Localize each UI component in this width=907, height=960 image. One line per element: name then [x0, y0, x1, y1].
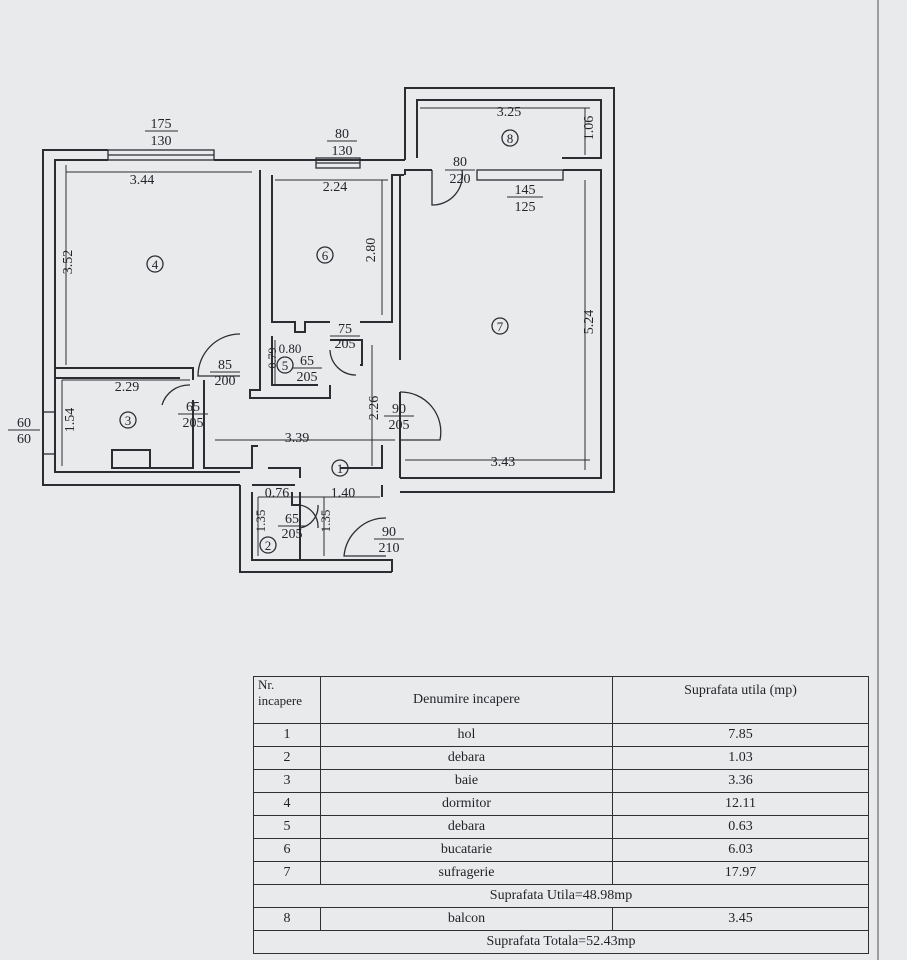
header-nr: Nr. incapere: [253, 676, 321, 724]
header-area: Suprafata utila (mp): [612, 676, 869, 724]
useful-total: Suprafata Utila=48.98mp: [253, 884, 869, 908]
door-r2-bottom: 205: [282, 527, 303, 542]
win-r3-top: 60: [17, 416, 31, 431]
dim-r5-height: 0.79: [265, 348, 279, 369]
door-r5-top: 65: [300, 354, 314, 369]
dim-r8-height: 1.06: [582, 116, 597, 141]
dim-r6-height: 2.80: [364, 238, 379, 263]
room-number-3: 3: [125, 413, 132, 428]
door-r4-top: 85: [218, 358, 232, 373]
dim-r4-width: 3.44: [130, 173, 155, 188]
dim-r5-width: 0.80: [279, 341, 302, 356]
door-balcony-bottom: 220: [450, 172, 471, 187]
room-number-2: 2: [265, 538, 272, 553]
win-r7-top: 145: [515, 183, 536, 198]
door-entry-bottom: 210: [379, 541, 400, 556]
room-number-1: 1: [337, 461, 344, 476]
win-r6-top: 80: [335, 127, 349, 142]
dim-r3-height: 1.54: [63, 408, 78, 433]
room-number-4: 4: [152, 257, 159, 272]
dim-r8-width: 3.25: [497, 105, 522, 120]
dim-r7-width: 3.43: [491, 455, 516, 470]
table-header-row: Nr. incapere Denumire incapere Suprafata…: [253, 676, 869, 724]
header-name: Denumire incapere: [320, 676, 613, 724]
room-area-table: Nr. incapere Denumire incapere Suprafata…: [253, 676, 869, 954]
win-r7-bottom: 125: [515, 200, 536, 215]
door-r5-bottom: 205: [297, 370, 318, 385]
exterior-walls: [42, 87, 615, 573]
dim-r3-width: 2.29: [115, 380, 140, 395]
dim-r7-height: 5.24: [582, 310, 597, 335]
dim-r2-h-right: 1.35: [318, 510, 333, 533]
dim-r1-height: 2.26: [367, 396, 382, 421]
win-r6-bottom: 130: [332, 144, 353, 159]
door-swings: [161, 169, 464, 557]
door-entry-top: 90: [382, 525, 396, 540]
door-r3-top: 65: [186, 400, 200, 415]
door-r6-bottom: 205: [335, 337, 356, 352]
dim-r6-width: 2.24: [323, 180, 348, 195]
door-r7-bottom: 205: [389, 418, 410, 433]
room-number-6: 6: [322, 248, 329, 263]
dim-r2-h-left: 1.35: [253, 510, 268, 533]
door-r2-top: 65: [285, 512, 299, 527]
door-r6-top: 75: [338, 322, 352, 337]
dim-r2-width: 0.76: [265, 486, 290, 501]
room-number-circles: [119, 129, 519, 554]
door-r7-top: 90: [392, 402, 406, 417]
dim-r1-width: 3.39: [285, 431, 310, 446]
grand-total: Suprafata Totala=52.43mp: [253, 930, 869, 954]
door-r4-bottom: 200: [215, 374, 236, 389]
interior-walls: [55, 170, 404, 560]
room-number-5: 5: [282, 358, 289, 373]
win-r3-bottom: 60: [17, 432, 31, 447]
dim-r4-height: 3.52: [61, 250, 76, 275]
door-balcony-top: 80: [453, 155, 467, 170]
room-number-8: 8: [507, 131, 514, 146]
door-r3-bottom: 205: [183, 416, 204, 431]
dimension-lines: [8, 107, 590, 556]
useful-total-row: Suprafata Utila=48.98mp: [253, 884, 869, 908]
grand-total-row: Suprafata Totala=52.43mp: [253, 930, 869, 954]
dim-r1b-width: 1.40: [331, 486, 356, 501]
win-r4-top: 175: [151, 117, 172, 132]
room-number-7: 7: [497, 319, 504, 334]
win-r4-bottom: 130: [151, 134, 172, 149]
